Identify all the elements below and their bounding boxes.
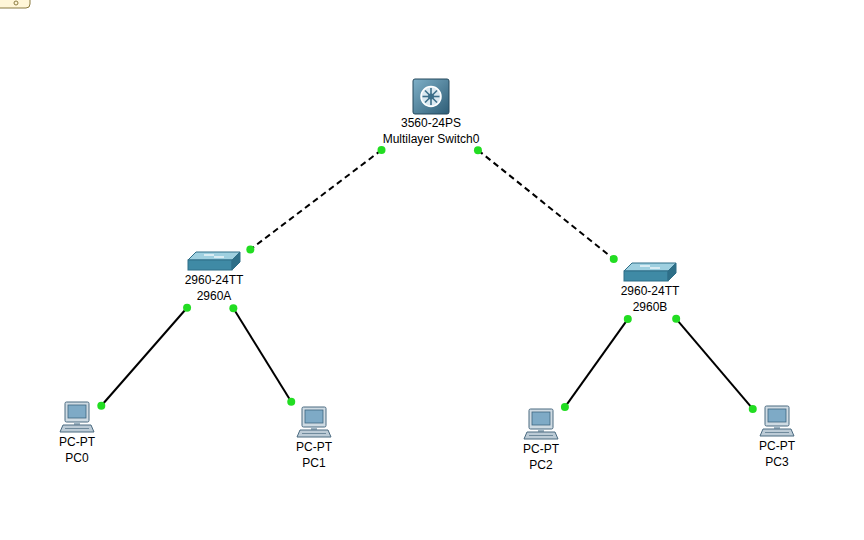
pc-host: PC-PTPC0 [56,401,98,466]
straight-cable [233,308,291,401]
device-name: PC3 [765,454,788,470]
pc-icon [759,405,795,438]
crossover-cable [478,150,614,259]
pc-host: PC-PTPC1 [293,406,335,471]
pc-icon [523,408,559,441]
pc-icon [296,406,332,439]
link-light [287,398,295,406]
device-model: PC-PT [523,441,559,457]
pc-host: PC-PTPC2 [520,408,562,473]
access-switch: 2960-24TT2960B [618,261,683,315]
multilayer-switch-icon [412,78,450,115]
pc-icon [59,401,95,434]
device-name: PC0 [65,450,88,466]
link-light [749,405,757,413]
straight-cable [676,319,753,409]
straight-cable [101,308,187,406]
device-model: 3560-24PS [401,115,461,131]
corner-tab [0,0,40,12]
device-model: 2960-24TT [185,272,244,288]
link-light [624,315,632,323]
link-light [97,402,105,410]
switch-icon [187,250,241,272]
access-switch: 2960-24TT2960A [182,250,247,304]
device-model: PC-PT [759,438,795,454]
straight-cable [565,319,628,407]
link-light [183,304,191,312]
link-light [474,146,482,154]
link-light [672,315,680,323]
crossover-cable [250,150,381,249]
pc-host: PC-PTPC3 [756,405,798,470]
device-name: PC2 [529,457,552,473]
device-name: PC1 [302,455,325,471]
link-light [229,304,237,312]
device-name: 2960B [633,299,668,315]
device-model: PC-PT [59,434,95,450]
link-light [246,245,254,253]
device-name: Multilayer Switch0 [383,131,480,147]
switch-icon [623,261,677,283]
link-light [377,146,385,154]
link-light [610,255,618,263]
device-model: 2960-24TT [621,283,680,299]
multilayer-switch: 3560-24PSMultilayer Switch0 [380,78,483,147]
device-model: PC-PT [296,439,332,455]
link-light [561,403,569,411]
device-name: 2960A [197,288,232,304]
